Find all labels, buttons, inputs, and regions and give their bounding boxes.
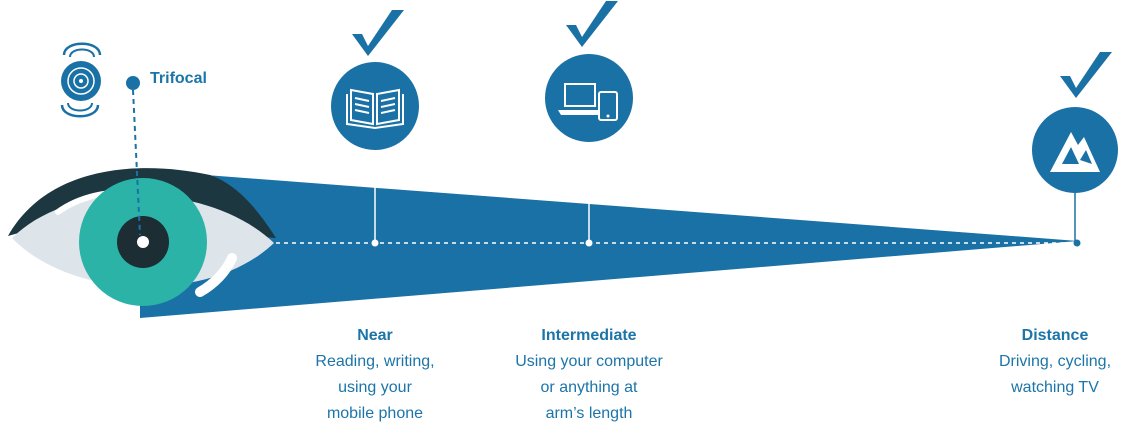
zone-title: Intermediate: [541, 327, 637, 344]
near-badge: [331, 62, 419, 150]
pupil-center: [137, 236, 149, 248]
lens-label: Trifocal: [150, 70, 207, 87]
zone-intermediate-label: Intermediate Using your computer or anyt…: [469, 323, 709, 427]
distance-dot: [1073, 239, 1081, 247]
eye: [8, 168, 276, 306]
intermediate-badge: [545, 54, 633, 142]
zone-near-label: Near Reading, writing, using your mobile…: [275, 323, 475, 427]
near-dot: [371, 239, 379, 247]
vision-beam: [140, 170, 1078, 318]
near-check-icon: [352, 10, 404, 56]
eye-shine: [195, 253, 237, 297]
zone-title: Distance: [1021, 327, 1089, 344]
devices-icon: [558, 83, 618, 121]
intermediate-check-icon: [566, 1, 618, 47]
intermediate-dot: [585, 239, 593, 247]
book-icon: [346, 88, 404, 130]
trifocal-lens-icon: [60, 42, 102, 118]
distance-check-icon: [1060, 52, 1112, 98]
lens-pointer-dot: [126, 76, 140, 90]
zone-description: Reading, writing, using your mobile phon…: [315, 353, 435, 422]
zone-title: Near: [357, 327, 393, 344]
lens-pointer-line: [132, 89, 141, 236]
zone-description: Using your computer or anything at arm’s…: [515, 353, 663, 422]
mountain-icon: [1050, 132, 1100, 172]
zone-description: Driving, cycling, watching TV: [998, 353, 1112, 396]
zone-distance-label: Distance Driving, cycling, watching TV: [970, 323, 1140, 401]
